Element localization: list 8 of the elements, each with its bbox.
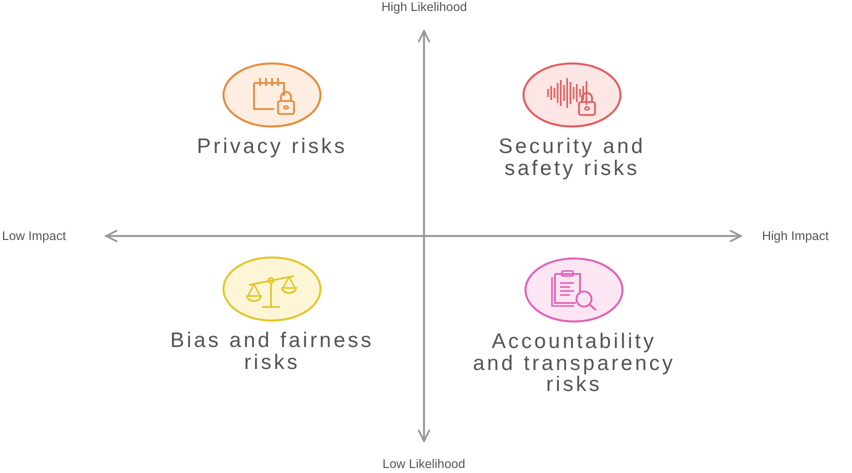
- axis-label: High Impact: [762, 229, 829, 243]
- axis-label: Low Likelihood: [382, 457, 466, 471]
- axis-label: Low Impact: [2, 229, 66, 243]
- axis-label: High Likelihood: [382, 0, 467, 14]
- risk-category-label: Security and safety risks: [498, 136, 646, 179]
- risk-category-label: Privacy risks: [196, 136, 348, 158]
- risk-category-label: Bias and fairness risks: [169, 330, 375, 373]
- risk-category-label: Accountability and transparency risks: [472, 331, 676, 396]
